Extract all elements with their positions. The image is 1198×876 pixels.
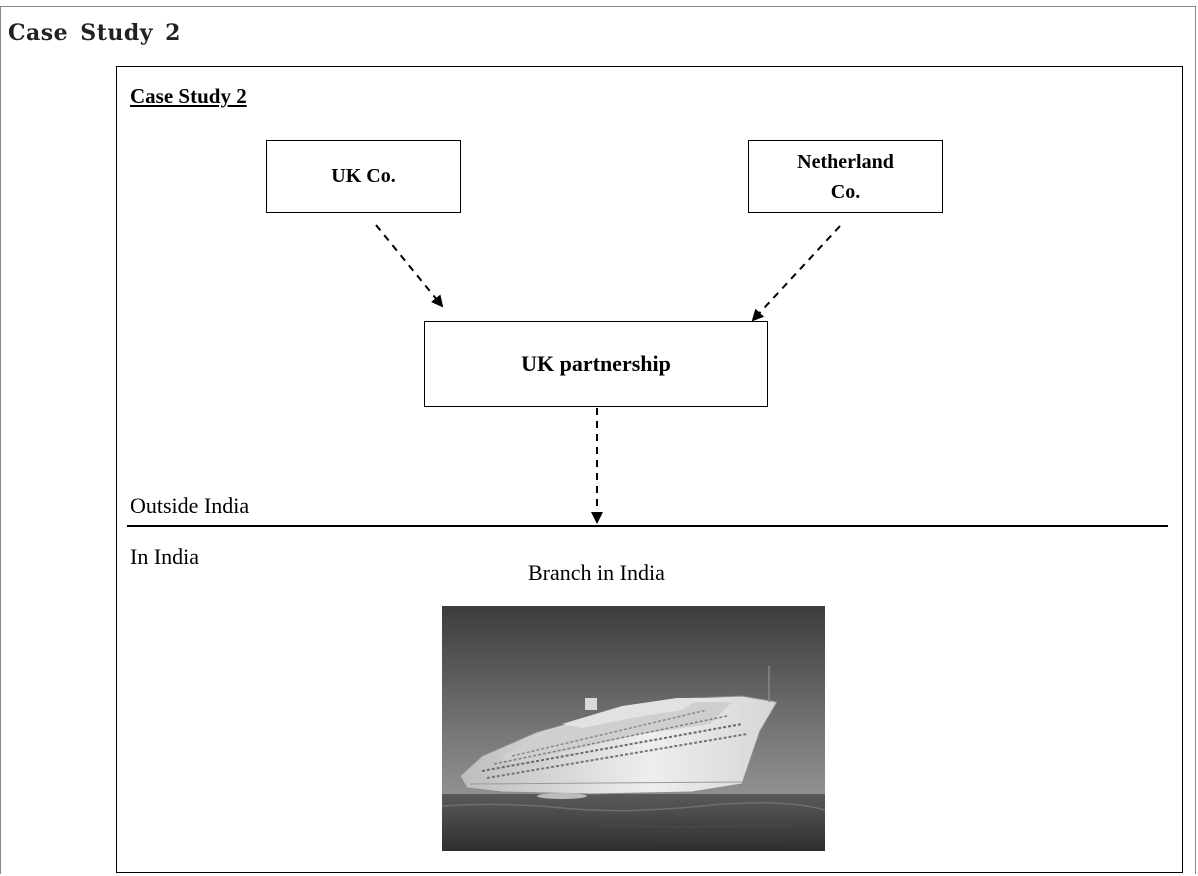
- uk-co-box: UK Co.: [266, 140, 461, 213]
- diagram-frame: [116, 66, 1183, 873]
- diagram-title: Case Study 2: [130, 84, 247, 108]
- branch-in-india-label: Branch in India: [528, 560, 665, 585]
- page-frame: [0, 6, 1196, 874]
- page-heading: Case Study 2: [8, 20, 181, 46]
- arrow-uk-co-to-partnership: [375, 224, 444, 308]
- india-boundary-line: [127, 525, 1168, 527]
- uk-partnership-label: UK partnership: [521, 351, 671, 376]
- arrow-netherland-co-to-partnership: [751, 225, 841, 322]
- netherland-co-label: Netherland Co.: [797, 150, 894, 203]
- uk-co-label: UK Co.: [331, 165, 396, 187]
- outside-india-label: Outside India: [130, 493, 250, 518]
- uk-partnership-box: UK partnership: [424, 321, 768, 407]
- cruise-ship-photo: [442, 606, 825, 851]
- netherland-co-box: Netherland Co.: [748, 140, 943, 213]
- in-india-label: In India: [130, 544, 200, 569]
